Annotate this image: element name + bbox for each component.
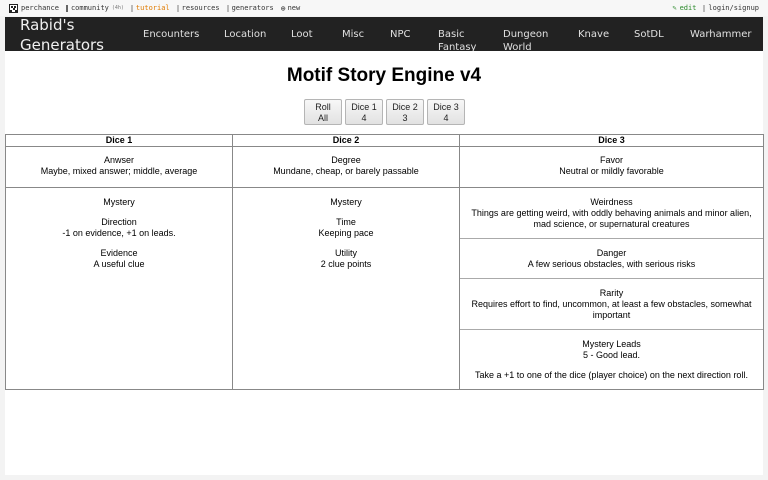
nav-knave[interactable]: Knave [578,29,610,40]
dice-1-button[interactable]: Dice 1 4 [345,99,383,125]
nav-basic-fantasy[interactable]: Basic Fantasy [438,29,477,53]
favor-cell: Favor Neutral or mildly favorable [459,146,764,188]
table-header-row: Dice 1 Dice 2 Dice 3 [5,134,764,147]
bar-icon [703,4,706,12]
nav-loot[interactable]: Loot [291,29,313,40]
dice-3-button[interactable]: Dice 3 4 [427,99,465,125]
login-signup-link[interactable]: login/signup [703,4,759,12]
new-link[interactable]: ⊕ new [280,3,301,13]
pencil-icon: ✎ [672,4,677,12]
brand-link[interactable]: Rabid's Generators [20,16,104,54]
header-dice-2: Dice 2 [232,134,460,147]
edit-link[interactable]: ✎ edit [672,4,697,12]
dice-icon [9,3,18,13]
nav-warhammer[interactable]: Warhammer [690,29,752,40]
mystery-leads-section: Mystery Leads 5 - Good lead. Take a +1 t… [475,339,748,380]
community-link[interactable]: community (4h) [65,4,124,12]
results-table: Dice 1 Dice 2 Dice 3 Anwser Maybe, mixed… [5,134,764,390]
perchance-link[interactable]: perchance [9,3,59,13]
nav-location[interactable]: Location [224,29,267,40]
perchance-topbar: perchance community (4h) tutorial resour… [0,0,768,16]
table-row: Anwser Maybe, mixed answer; middle, aver… [5,146,764,188]
nav-misc[interactable]: Misc [342,29,365,40]
community-badge: (4h) [111,5,124,11]
header-dice-3: Dice 3 [459,134,764,147]
rarity-section: Rarity Requires effort to find, uncommon… [460,279,763,330]
danger-section: Danger A few serious obstacles, with ser… [460,239,763,279]
resources-link[interactable]: resources [176,4,220,12]
bar-icon [130,4,133,12]
mystery-dice-1-cell: Mystery Direction -1 on evidence, +1 on … [5,187,233,390]
header-dice-1: Dice 1 [5,134,233,147]
nav-encounters[interactable]: Encounters [143,29,200,40]
mystery-dice-2-cell: Mystery Time Keeping pace Utility 2 clue… [232,187,460,390]
table-row: Mystery Direction -1 on evidence, +1 on … [5,187,764,390]
answer-cell: Anwser Maybe, mixed answer; middle, aver… [5,146,233,188]
page-title: Motif Story Engine v4 [286,65,482,86]
main-content: Motif Story Engine v4 Roll All Dice 1 4 … [5,51,764,475]
nav-dungeon-world[interactable]: Dungeon World [503,29,549,53]
mystery-dice-3-cell: Weirdness Things are getting weird, with… [459,187,764,390]
tutorial-link[interactable]: tutorial [130,4,170,12]
bar-icon [65,4,68,12]
dice-button-group: Roll All Dice 1 4 Dice 2 3 Dice 3 4 [304,99,465,125]
nav-npc[interactable]: NPC [390,29,411,40]
weirdness-section: Weirdness Things are getting weird, with… [460,188,763,239]
dice-2-button[interactable]: Dice 2 3 [386,99,424,125]
generators-link[interactable]: generators [226,4,274,12]
bar-icon [176,4,179,12]
bar-icon [226,4,229,12]
nav-sotdl[interactable]: SotDL [634,29,664,40]
degree-cell: Degree Mundane, cheap, or barely passabl… [232,146,460,188]
globe-plus-icon: ⊕ [280,3,286,13]
roll-all-button[interactable]: Roll All [304,99,342,125]
site-navbar: Rabid's Generators Encounters Location L… [5,16,763,54]
